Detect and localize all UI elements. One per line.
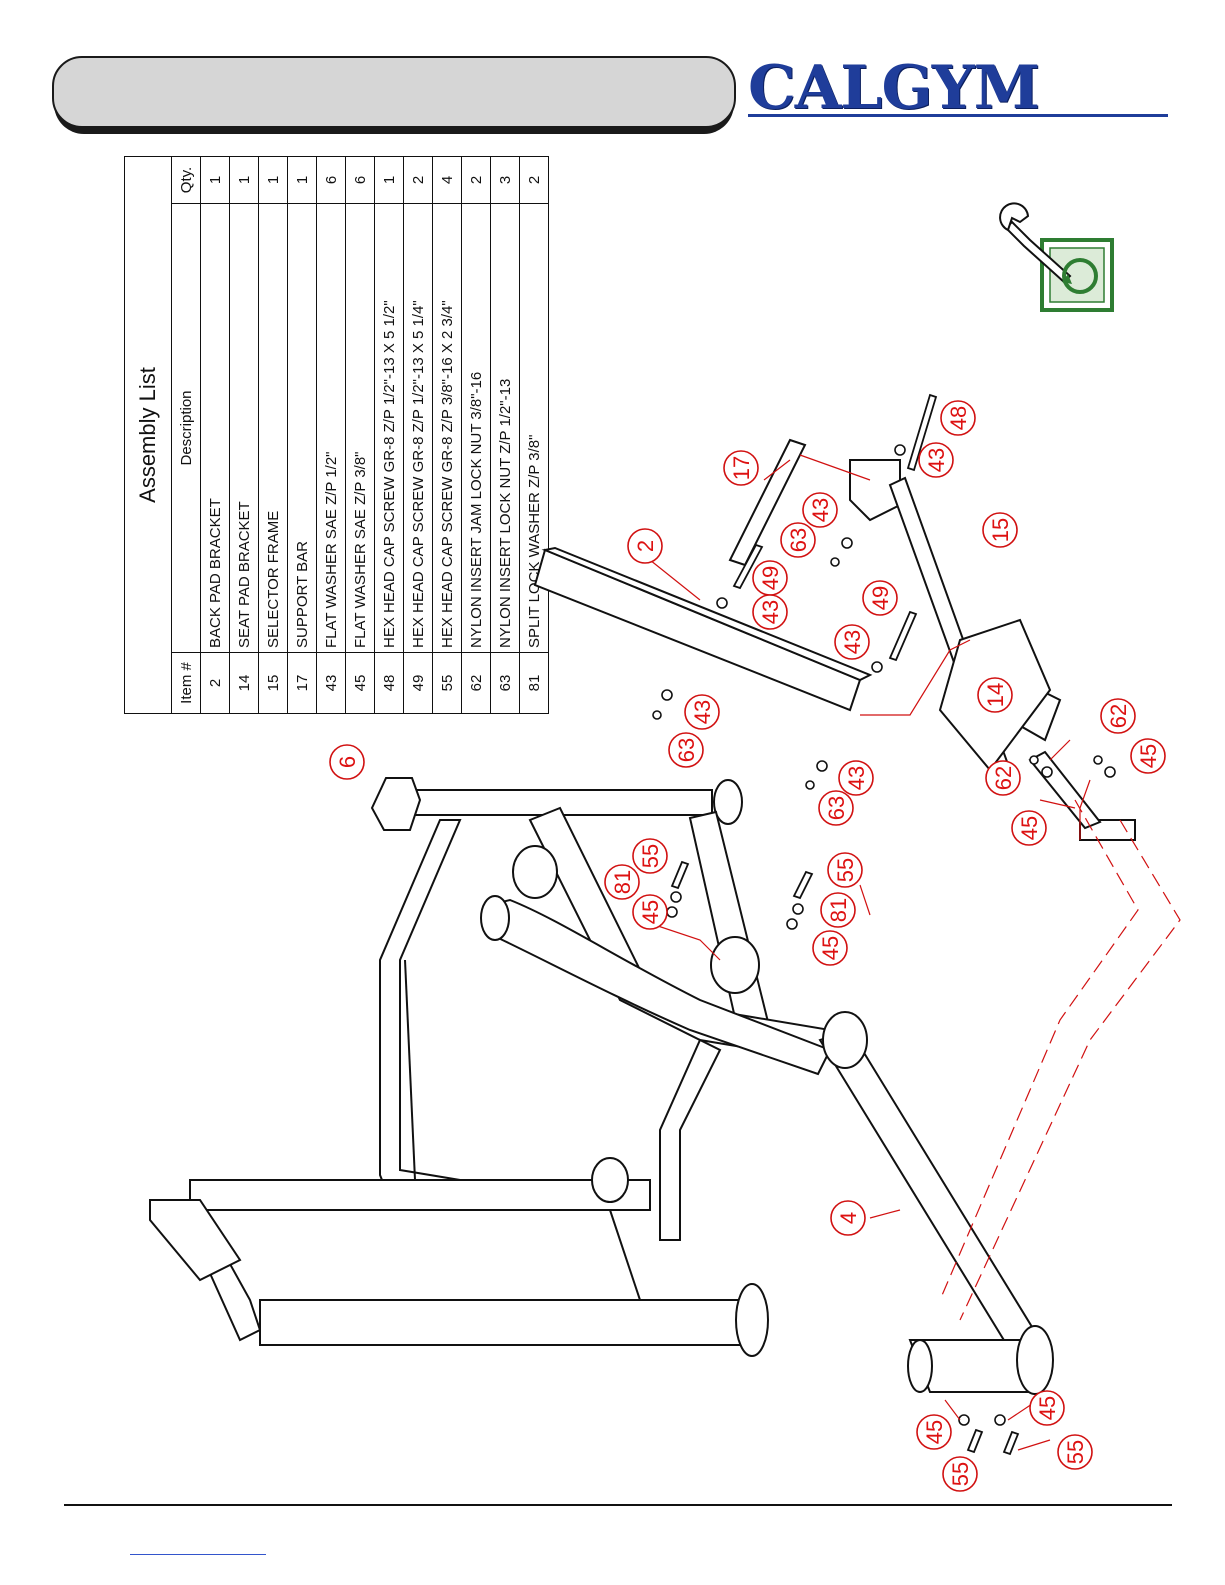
callout-43: 43 [684,694,720,730]
callout-text: 62 [991,766,1016,790]
callout-text: 43 [808,498,833,522]
callout-55: 55 [827,852,863,888]
callout-text: 45 [638,900,663,924]
callout-49: 49 [862,580,898,616]
callout-63: 63 [818,790,854,826]
calgym-logo: CALGYM [748,52,1168,124]
footer-rule [64,1504,1172,1506]
callout-55: 55 [632,838,668,874]
callout-2: 2 [627,528,663,564]
callout-81: 81 [604,864,640,900]
callout-4: 4 [830,1200,866,1236]
rotate-arrow-icon [1062,258,1098,294]
callout-55: 55 [1057,1434,1093,1470]
callout-text: 15 [988,518,1013,542]
callout-55: 55 [942,1456,978,1492]
callout-text: 2 [633,540,658,552]
callout-text: 49 [868,586,893,610]
callout-text: 63 [674,738,699,762]
header-bar [52,56,736,128]
callout-text: 4 [836,1212,861,1224]
callout-43: 43 [834,624,870,660]
callout-45: 45 [1029,1390,1065,1426]
back-pad-bracket [533,546,873,712]
callout-text: 55 [948,1462,973,1486]
callout-15: 15 [982,512,1018,548]
callout-text: 43 [840,630,865,654]
callout-81: 81 [820,892,856,928]
callout-63: 63 [780,522,816,558]
washers [652,444,1116,1426]
wrench-icon [999,202,1114,312]
callout-63: 63 [668,732,704,768]
callout-45: 45 [1011,810,1047,846]
callout-45: 45 [1130,738,1166,774]
callout-62: 62 [1100,698,1136,734]
callout-text: 55 [833,858,858,882]
callout-43: 43 [838,760,874,796]
callout-17: 17 [723,450,759,486]
callout-62: 62 [985,760,1021,796]
callout-text: 55 [1063,1440,1088,1464]
logo-underline [748,114,1168,117]
callout-text: 81 [610,870,635,894]
callout-45: 45 [632,894,668,930]
callout-text: 45 [1136,744,1161,768]
callout-text: 45 [818,936,843,960]
callout-text: 14 [983,683,1008,707]
callout-text: 6 [335,756,360,768]
callout-45: 45 [916,1414,952,1450]
callout-43: 43 [802,492,838,528]
callout-14: 14 [977,677,1013,713]
callout-text: 63 [786,528,811,552]
callout-text: 55 [638,844,663,868]
main-frame [149,777,1054,1395]
footer-link-underline [130,1554,266,1555]
callout-6: 6 [329,744,365,780]
callout-49: 49 [752,560,788,596]
callout-text: 48 [946,406,971,430]
callout-text: 45 [922,1420,947,1444]
callout-text: 43 [844,766,869,790]
callout-text: 17 [729,456,754,480]
logo-text: CALGYM [748,53,1040,123]
callout-text: 43 [758,600,783,624]
callout-text: 43 [690,700,715,724]
callout-text: 62 [1106,704,1131,728]
callout-43: 43 [918,442,954,478]
callout-text: 43 [924,448,949,472]
callout-48: 48 [940,400,976,436]
callout-text: 81 [826,898,851,922]
callout-43: 43 [752,594,788,630]
callout-text: 63 [824,796,849,820]
callout-text: 45 [1035,1396,1060,1420]
callout-text: 49 [758,566,783,590]
callout-45: 45 [812,930,848,966]
callout-text: 45 [1017,816,1042,840]
bolts [670,393,1020,1456]
